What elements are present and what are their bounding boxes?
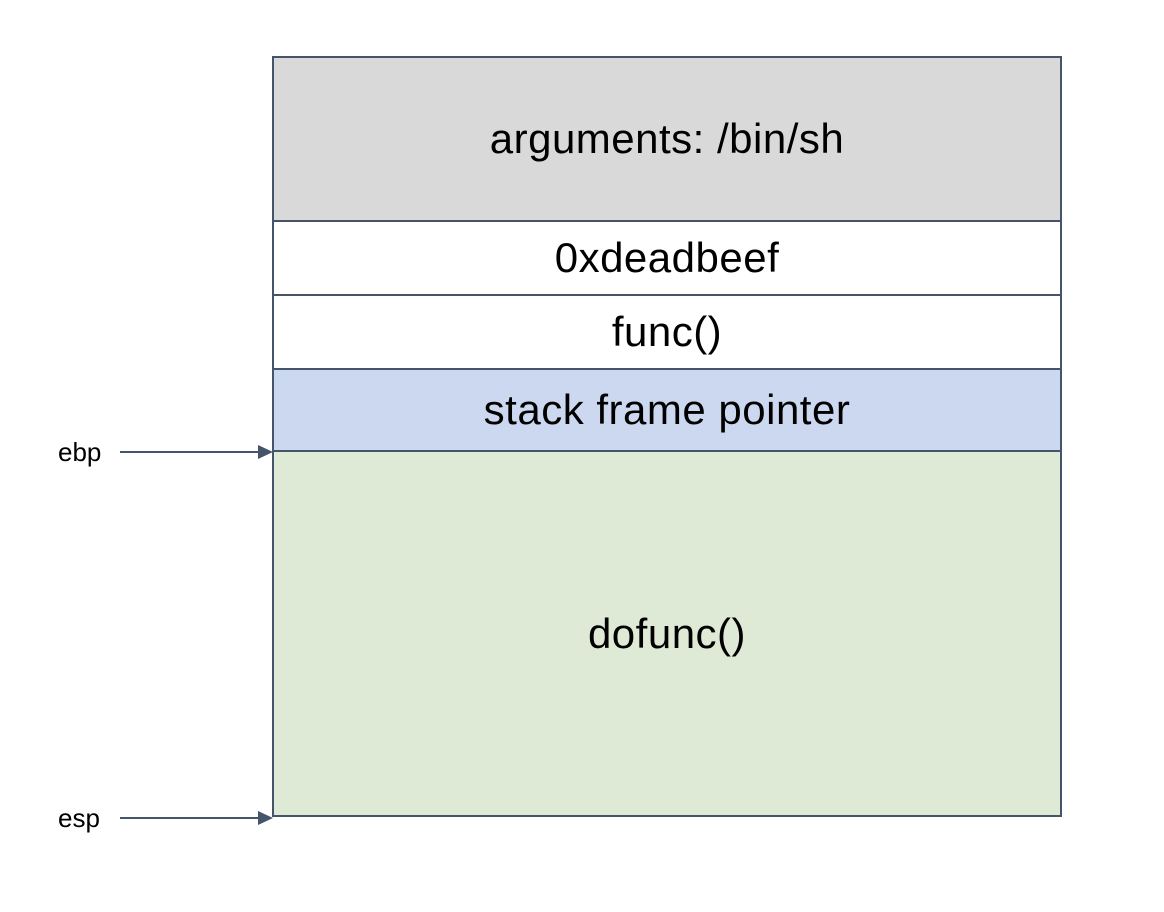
- esp-pointer: esp: [58, 799, 273, 837]
- stack-row-return-value: 0xdeadbeef: [272, 220, 1062, 296]
- ebp-arrow-icon: [120, 445, 273, 459]
- stack-row-func: func(): [272, 294, 1062, 370]
- stack-row-label: stack frame pointer: [483, 386, 851, 433]
- esp-arrow-icon: [120, 811, 273, 825]
- stack-row-arguments: arguments: /bin/sh: [272, 56, 1062, 222]
- stack-row-label: 0xdeadbeef: [554, 234, 780, 281]
- esp-register-label: esp: [58, 802, 100, 833]
- ebp-register-label: ebp: [58, 436, 102, 467]
- stack-row-label: func(): [611, 308, 723, 355]
- stack-row-stack-frame-pointer: stack frame pointer: [272, 368, 1062, 452]
- stack-row-dofunc: dofunc(): [272, 450, 1062, 817]
- ebp-pointer: ebp: [58, 433, 273, 471]
- stack-row-label: arguments: /bin/sh: [489, 115, 845, 162]
- stack-diagram: arguments: /bin/sh 0xdeadbeef func() sta…: [272, 56, 1062, 817]
- stack-row-label: dofunc(): [587, 609, 747, 657]
